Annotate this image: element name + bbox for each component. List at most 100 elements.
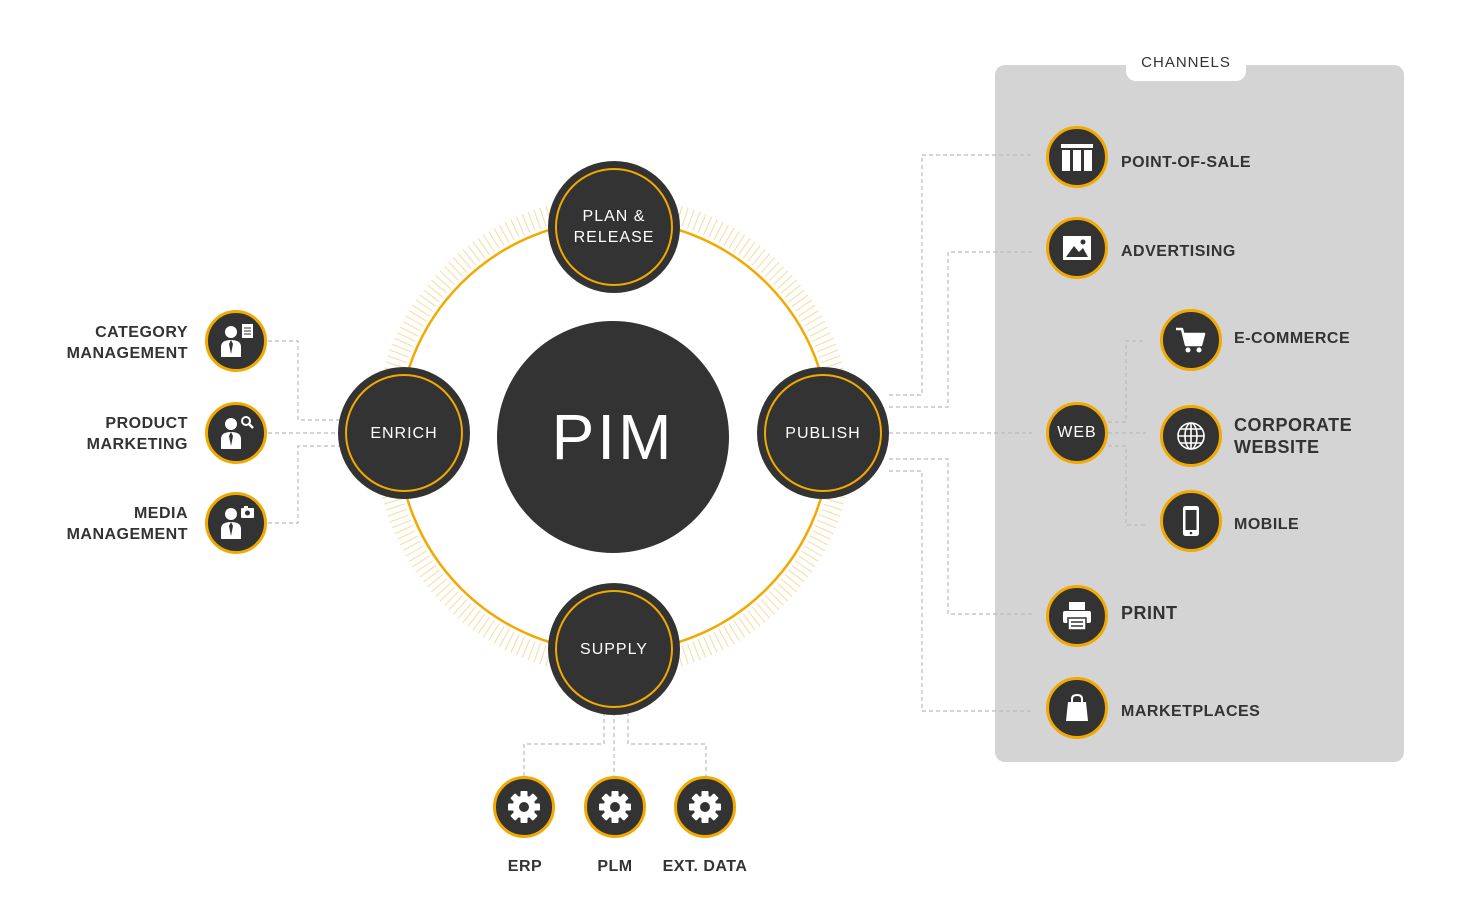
halo-tick (515, 636, 525, 656)
halo-tick (515, 216, 525, 236)
point-of-sale-label: POINT-OF-SALE (1121, 154, 1252, 171)
halo-tick (703, 216, 713, 236)
halo-tick (708, 219, 718, 238)
halo-tick (692, 641, 701, 661)
halo-tick (493, 227, 505, 246)
halo-tick (435, 582, 451, 597)
halo-tick (807, 321, 826, 332)
ecommerce-icon[interactable] (1160, 309, 1222, 371)
web-node[interactable]: WEB (1046, 402, 1108, 464)
plm-icon[interactable] (584, 776, 646, 838)
halo-tick (812, 332, 831, 342)
halo-tick (510, 634, 520, 653)
printer-icon (1063, 602, 1091, 631)
halo-tick (488, 623, 500, 641)
plan-release-label: PLAN & RELEASE (573, 208, 655, 246)
halo-tick (769, 591, 785, 607)
halo-tick (747, 245, 761, 262)
halo-tick (462, 606, 476, 623)
product-marketing-label: PRODUCT MARKETING (86, 415, 188, 453)
halo-tick (383, 498, 404, 505)
halo-tick (733, 620, 746, 638)
halo-tick (819, 349, 839, 358)
halo-tick (742, 241, 756, 259)
halo-tick (738, 237, 751, 255)
halo-tick (392, 519, 411, 529)
advertising-icon[interactable] (1046, 217, 1108, 279)
stage-publish[interactable]: PUBLISH (757, 367, 889, 499)
erp-icon[interactable] (493, 776, 555, 838)
halo-tick (467, 245, 481, 262)
product-marketing-icon[interactable] (205, 402, 267, 464)
dashed-connectors (268, 154, 1146, 776)
halo-tick (387, 355, 407, 364)
marketplaces-icon[interactable] (1046, 677, 1108, 739)
halo-tick (482, 620, 495, 638)
halo-tick (477, 617, 490, 635)
shopping-bag-icon (1066, 693, 1088, 721)
halo-tick (728, 231, 740, 249)
enrich-label: ENRICH (370, 424, 438, 442)
category-management-label: CATEGORY MANAGEMENT (66, 324, 188, 362)
halo-tick (703, 636, 713, 656)
halo-tick (769, 265, 785, 281)
halo-tick (405, 315, 424, 327)
stage-supply[interactable]: SUPPLY (548, 583, 680, 715)
shelves-icon (1061, 144, 1093, 171)
halo-tick (723, 227, 735, 246)
halo-tick (397, 332, 416, 342)
halo-tick (784, 574, 801, 588)
corporate-website-label: CORPORATE WEBSITE (1234, 415, 1353, 457)
print-icon[interactable] (1046, 585, 1108, 647)
media-management-icon[interactable] (205, 492, 267, 554)
stage-enrich[interactable]: ENRICH (338, 367, 470, 499)
halo-tick (795, 560, 813, 573)
halo-tick (784, 284, 801, 298)
halo-tick (499, 629, 510, 648)
ecommerce-label: E-COMMERCE (1234, 330, 1351, 347)
mobile-icon[interactable] (1160, 490, 1222, 552)
halo-tick (723, 626, 735, 645)
category-management-icon[interactable] (205, 310, 267, 372)
halo-tick (423, 289, 440, 303)
print-label: PRINT (1121, 603, 1178, 623)
halo-tick (788, 569, 805, 583)
halo-tick (798, 304, 816, 317)
halo-tick (747, 610, 761, 627)
halo-tick (457, 602, 472, 619)
halo-tick (488, 231, 500, 249)
ext-data-icon[interactable] (674, 776, 736, 838)
halo-tick (482, 234, 495, 252)
halo-tick (809, 535, 829, 546)
halo-tick (752, 249, 766, 266)
halo-tick (713, 221, 724, 241)
person-search-icon (221, 416, 254, 449)
halo-tick (804, 315, 823, 327)
halo-tick (752, 606, 766, 623)
halo-tick (385, 361, 405, 369)
halo-tick (823, 503, 843, 511)
halo-tick (533, 209, 542, 229)
point-of-sale-icon[interactable] (1046, 126, 1108, 188)
halo-tick (807, 540, 826, 551)
halo-tick (453, 599, 468, 615)
stage-plan-release[interactable]: PLAN & RELEASE (548, 161, 680, 293)
halo-tick (809, 326, 829, 337)
halo-tick (504, 631, 515, 651)
halo-tick (738, 617, 751, 635)
corporate-website-icon[interactable] (1160, 405, 1222, 467)
halo-tick (402, 321, 421, 332)
halo-tick (453, 257, 468, 273)
halo-tick (439, 270, 455, 285)
halo-tick (718, 629, 729, 648)
halo-tick (448, 261, 463, 277)
halo-tick (686, 209, 695, 229)
halo-tick (394, 525, 414, 535)
halo-tick (439, 587, 455, 602)
supply-label: SUPPLY (580, 640, 648, 658)
halo-tick (821, 508, 841, 517)
halo-tick (817, 519, 836, 529)
halo-tick (399, 326, 419, 337)
halo-tick (801, 550, 819, 562)
halo-tick (728, 623, 740, 641)
